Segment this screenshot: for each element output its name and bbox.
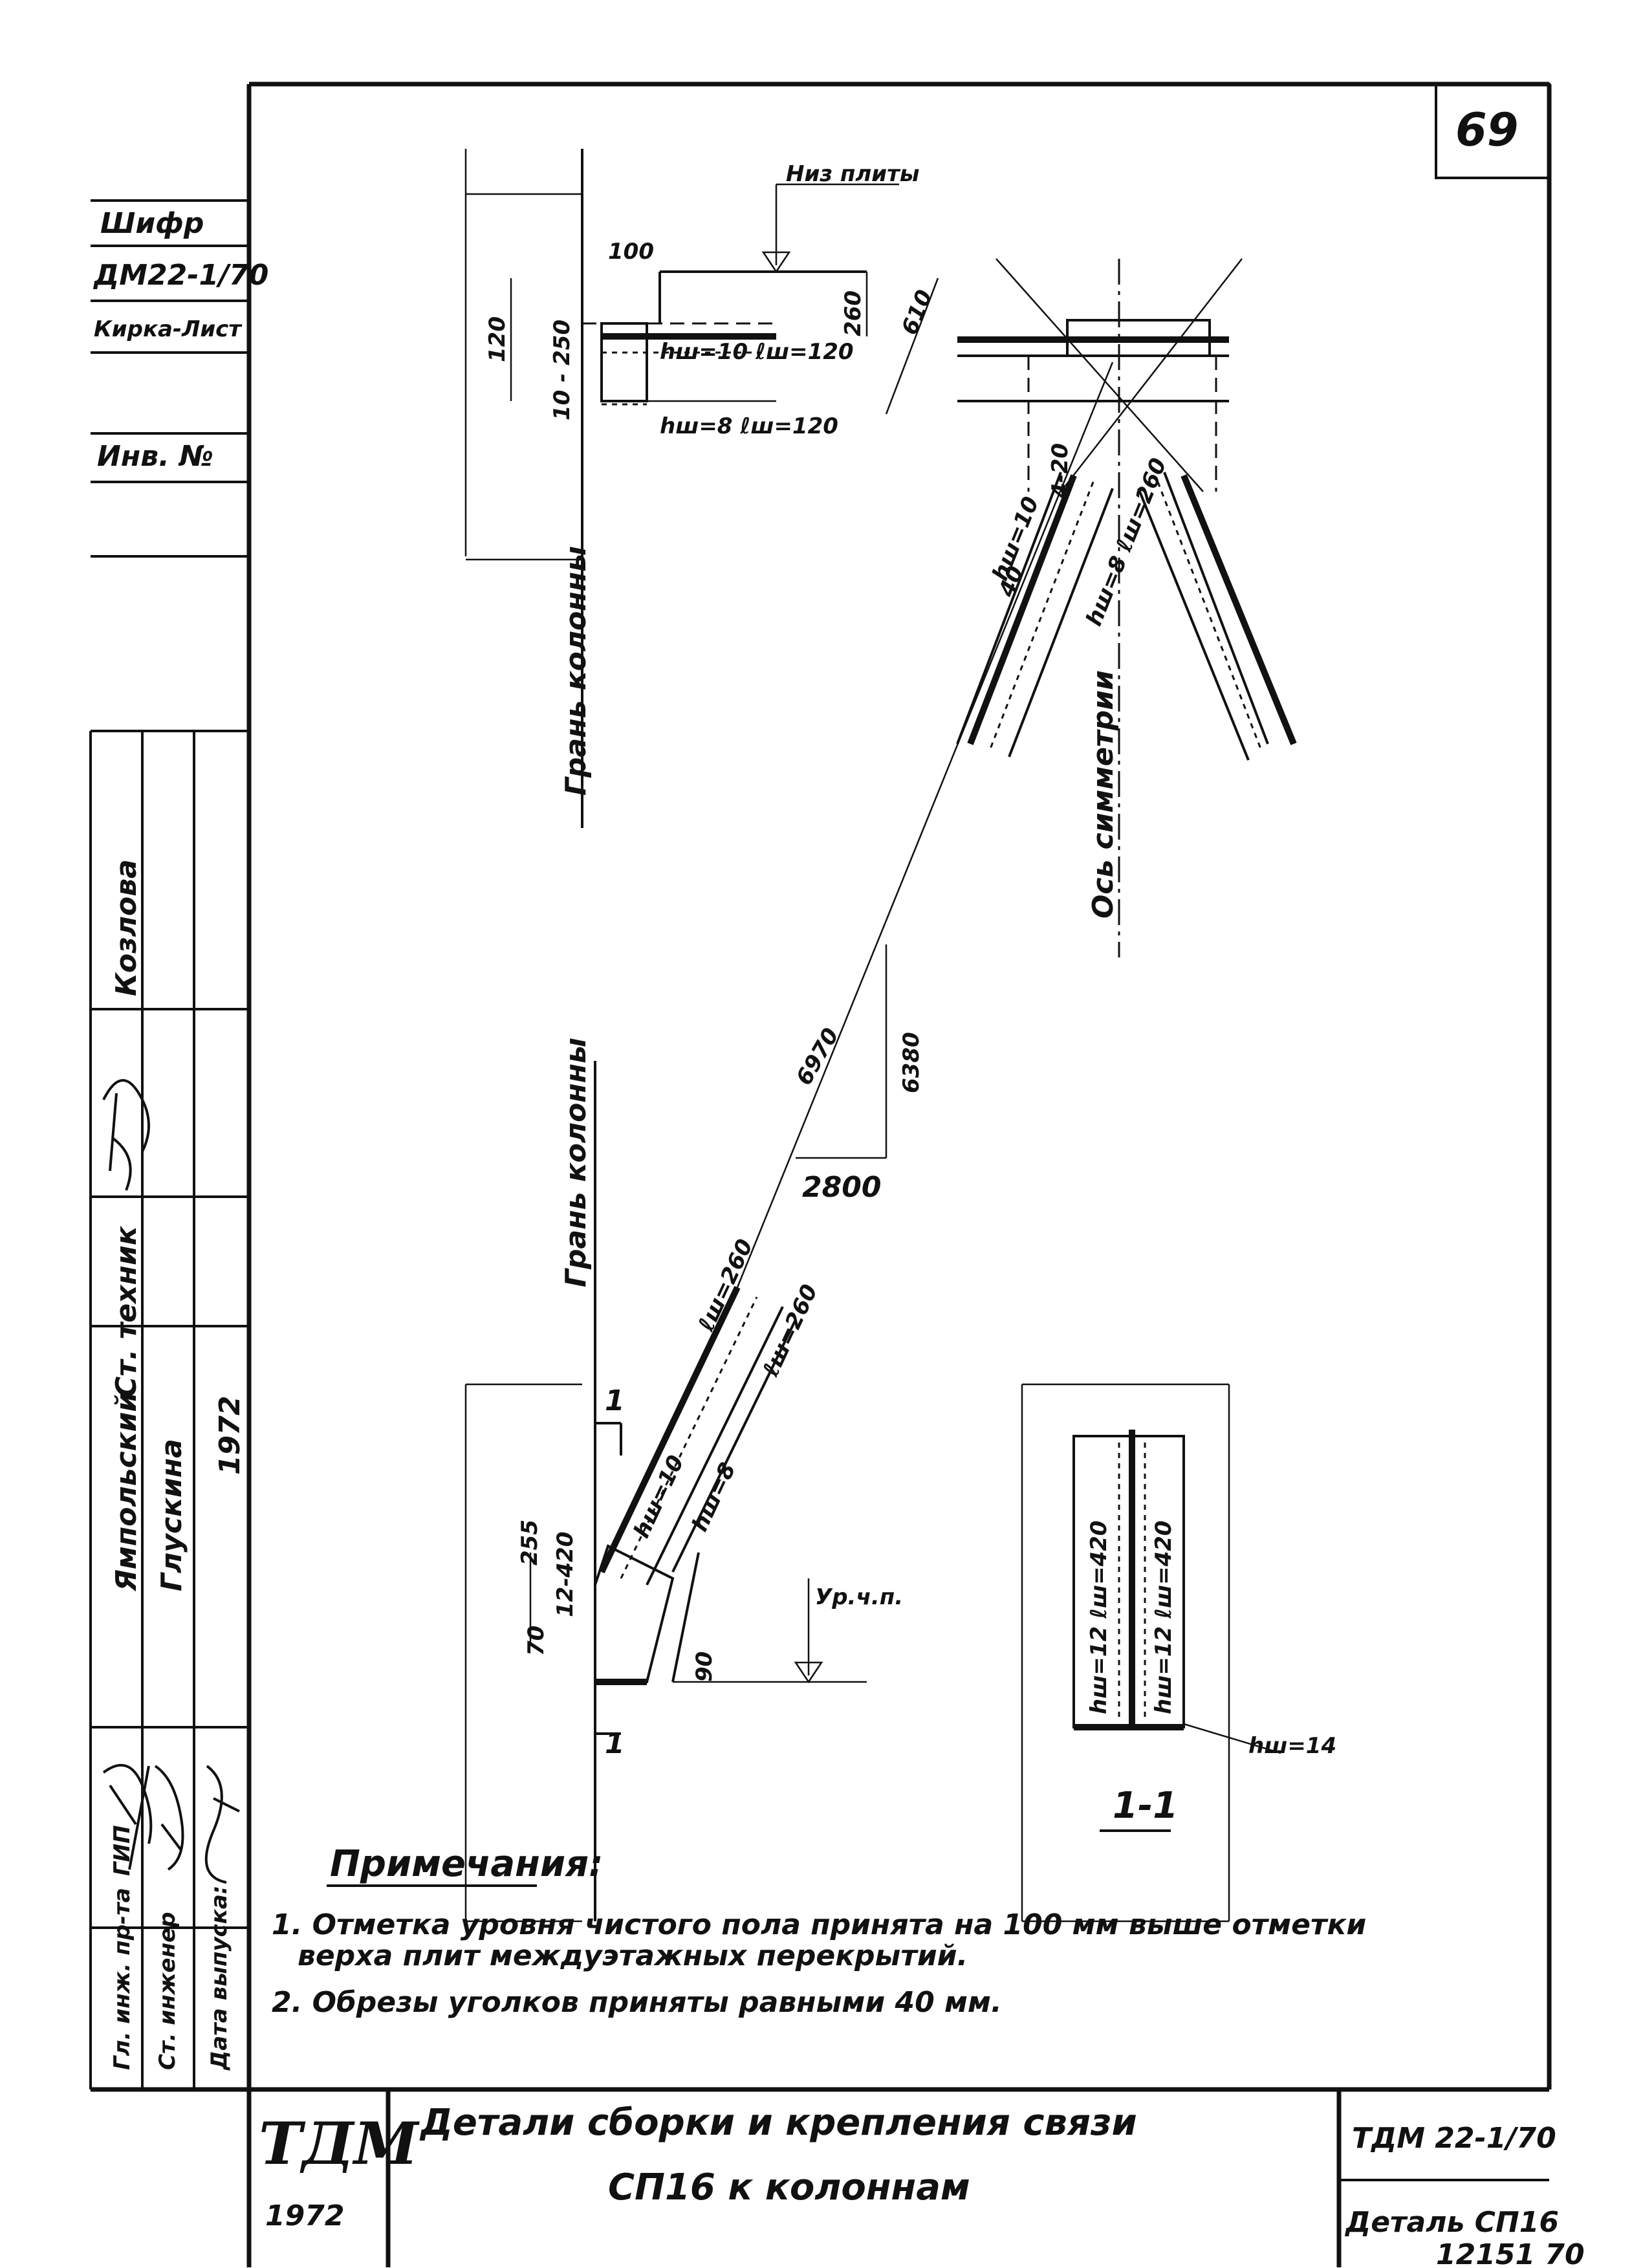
dim-70: 70 [523, 1626, 549, 1656]
title-block: ТДМ 1972 Детали сборки и крепления связи… [246, 2087, 1559, 2267]
slope-run: 2800 [802, 1171, 881, 1204]
title-line-1: Детали сборки и крепления связи [419, 2102, 1137, 2144]
section-1-1: hш=12 ℓш=420 hш=12 ℓш=420 hш=14 1-1 [1021, 1383, 1336, 1923]
dim-120: 120 [484, 316, 510, 362]
dim-10-250: 10 - 250 [549, 320, 575, 420]
sheet-frame [91, 82, 1552, 2092]
detail-bottom-left: Грань колонны 1 1 Ур.ч.п. 255 12-420 70 … [464, 1038, 903, 1923]
sheet-ref: Кирка-Лист [94, 316, 243, 342]
sheet-name: Деталь СП16 [1344, 2206, 1559, 2239]
weld-bl-2: hш=8 [687, 1459, 741, 1536]
name-yampolsky: Ямпольский [110, 1392, 143, 1592]
signature-4 [204, 1765, 240, 1884]
role-gip: ГИП [109, 1825, 135, 1876]
stamp-year: 1972 [213, 1396, 246, 1475]
sheet-number: 69 [1455, 104, 1518, 157]
level-slab-bottom: Низ плиты [786, 161, 920, 187]
axis-label: Ось симметрии [1087, 670, 1120, 919]
doc-code: ТДМ 22-1/70 [1352, 2122, 1556, 2155]
role-st-technician: Ст. техник [110, 1225, 143, 1397]
weld-top-2: hш=8 ℓш=120 [660, 413, 838, 439]
brace-slope: 6970 6380 2800 [736, 362, 1114, 1288]
role-date: Дата выпуска: [206, 1886, 232, 2071]
section-left-weld: hш=12 ℓш=420 [1086, 1520, 1112, 1714]
note-2: 2. Обрезы уголков приняты равными 40 мм. [272, 1986, 1002, 2019]
weld-top-1: hш=10 ℓш=120 [660, 339, 854, 365]
section-bottom-weld: hш=14 [1248, 1733, 1336, 1759]
level-floor: Ур.ч.п. [815, 1584, 903, 1610]
note-1: 1. Отметка уровня чистого пола принята н… [272, 1908, 1366, 1972]
logo-year: 1972 [265, 2199, 344, 2232]
dim-90: 90 [691, 1652, 717, 1682]
role-st-eng: Ст. инженер [155, 1912, 180, 2070]
detail-top-left: Грань колонны Низ плиты 120 10 - 250 100… [464, 149, 920, 828]
notes-heading: Примечания: [330, 1843, 603, 1885]
title-line-2: СП16 к колоннам [608, 2166, 970, 2208]
name-gluskina: Глускина [155, 1439, 188, 1591]
signature-1 [102, 1079, 150, 1191]
role-gl-eng: Гл. инж. пр-та [109, 1888, 135, 2070]
face-label-top: Грань колонны [560, 546, 593, 796]
name-kozlova: Козлова [110, 859, 143, 996]
weld-tr-3: hш=8 ℓш=260 [1081, 455, 1171, 630]
dim-610: 610 [897, 287, 938, 339]
dim-255: 255 [517, 1520, 543, 1565]
dim-100: 100 [608, 239, 654, 265]
side-stamp: Шифр ДМ22-1/70 Кирка-Лист Инв. № Козлова… [89, 199, 268, 2089]
notes: Примечания: 1. Отметка уровня чистого по… [272, 1843, 1366, 2019]
section-mark-top: 1 [605, 1384, 625, 1417]
inv-label: Инв. № [97, 440, 213, 473]
dim-260: 260 [840, 290, 866, 336]
slope-hyp: 6970 [791, 1024, 844, 1090]
face-label-bottom: Грань колонны [560, 1038, 593, 1287]
footer-code: 12151 70 [1436, 2238, 1585, 2268]
detail-top-right: Ось симметрии 610 4-20 hш=10 40 hш=8 ℓш=… [885, 258, 1297, 957]
shifr-value: ДМ22-1/70 [92, 259, 268, 292]
signature-3 [154, 1765, 184, 1871]
dim-12-420: 12-420 [552, 1532, 578, 1617]
sheet-number-box: 69 [1435, 83, 1551, 179]
section-title: 1-1 [1113, 1785, 1178, 1827]
logo: ТДМ [259, 2110, 420, 2178]
weld-bl-3: ℓш=260 [693, 1235, 758, 1335]
shifr-label: Шифр [100, 207, 204, 240]
weld-bl-4: ℓш=260 [757, 1280, 823, 1380]
signature-2 [102, 1763, 153, 1870]
slope-rise: 6380 [898, 1032, 924, 1093]
section-mark-bottom: 1 [605, 1727, 625, 1760]
section-right-weld: hш=12 ℓш=420 [1151, 1520, 1177, 1714]
